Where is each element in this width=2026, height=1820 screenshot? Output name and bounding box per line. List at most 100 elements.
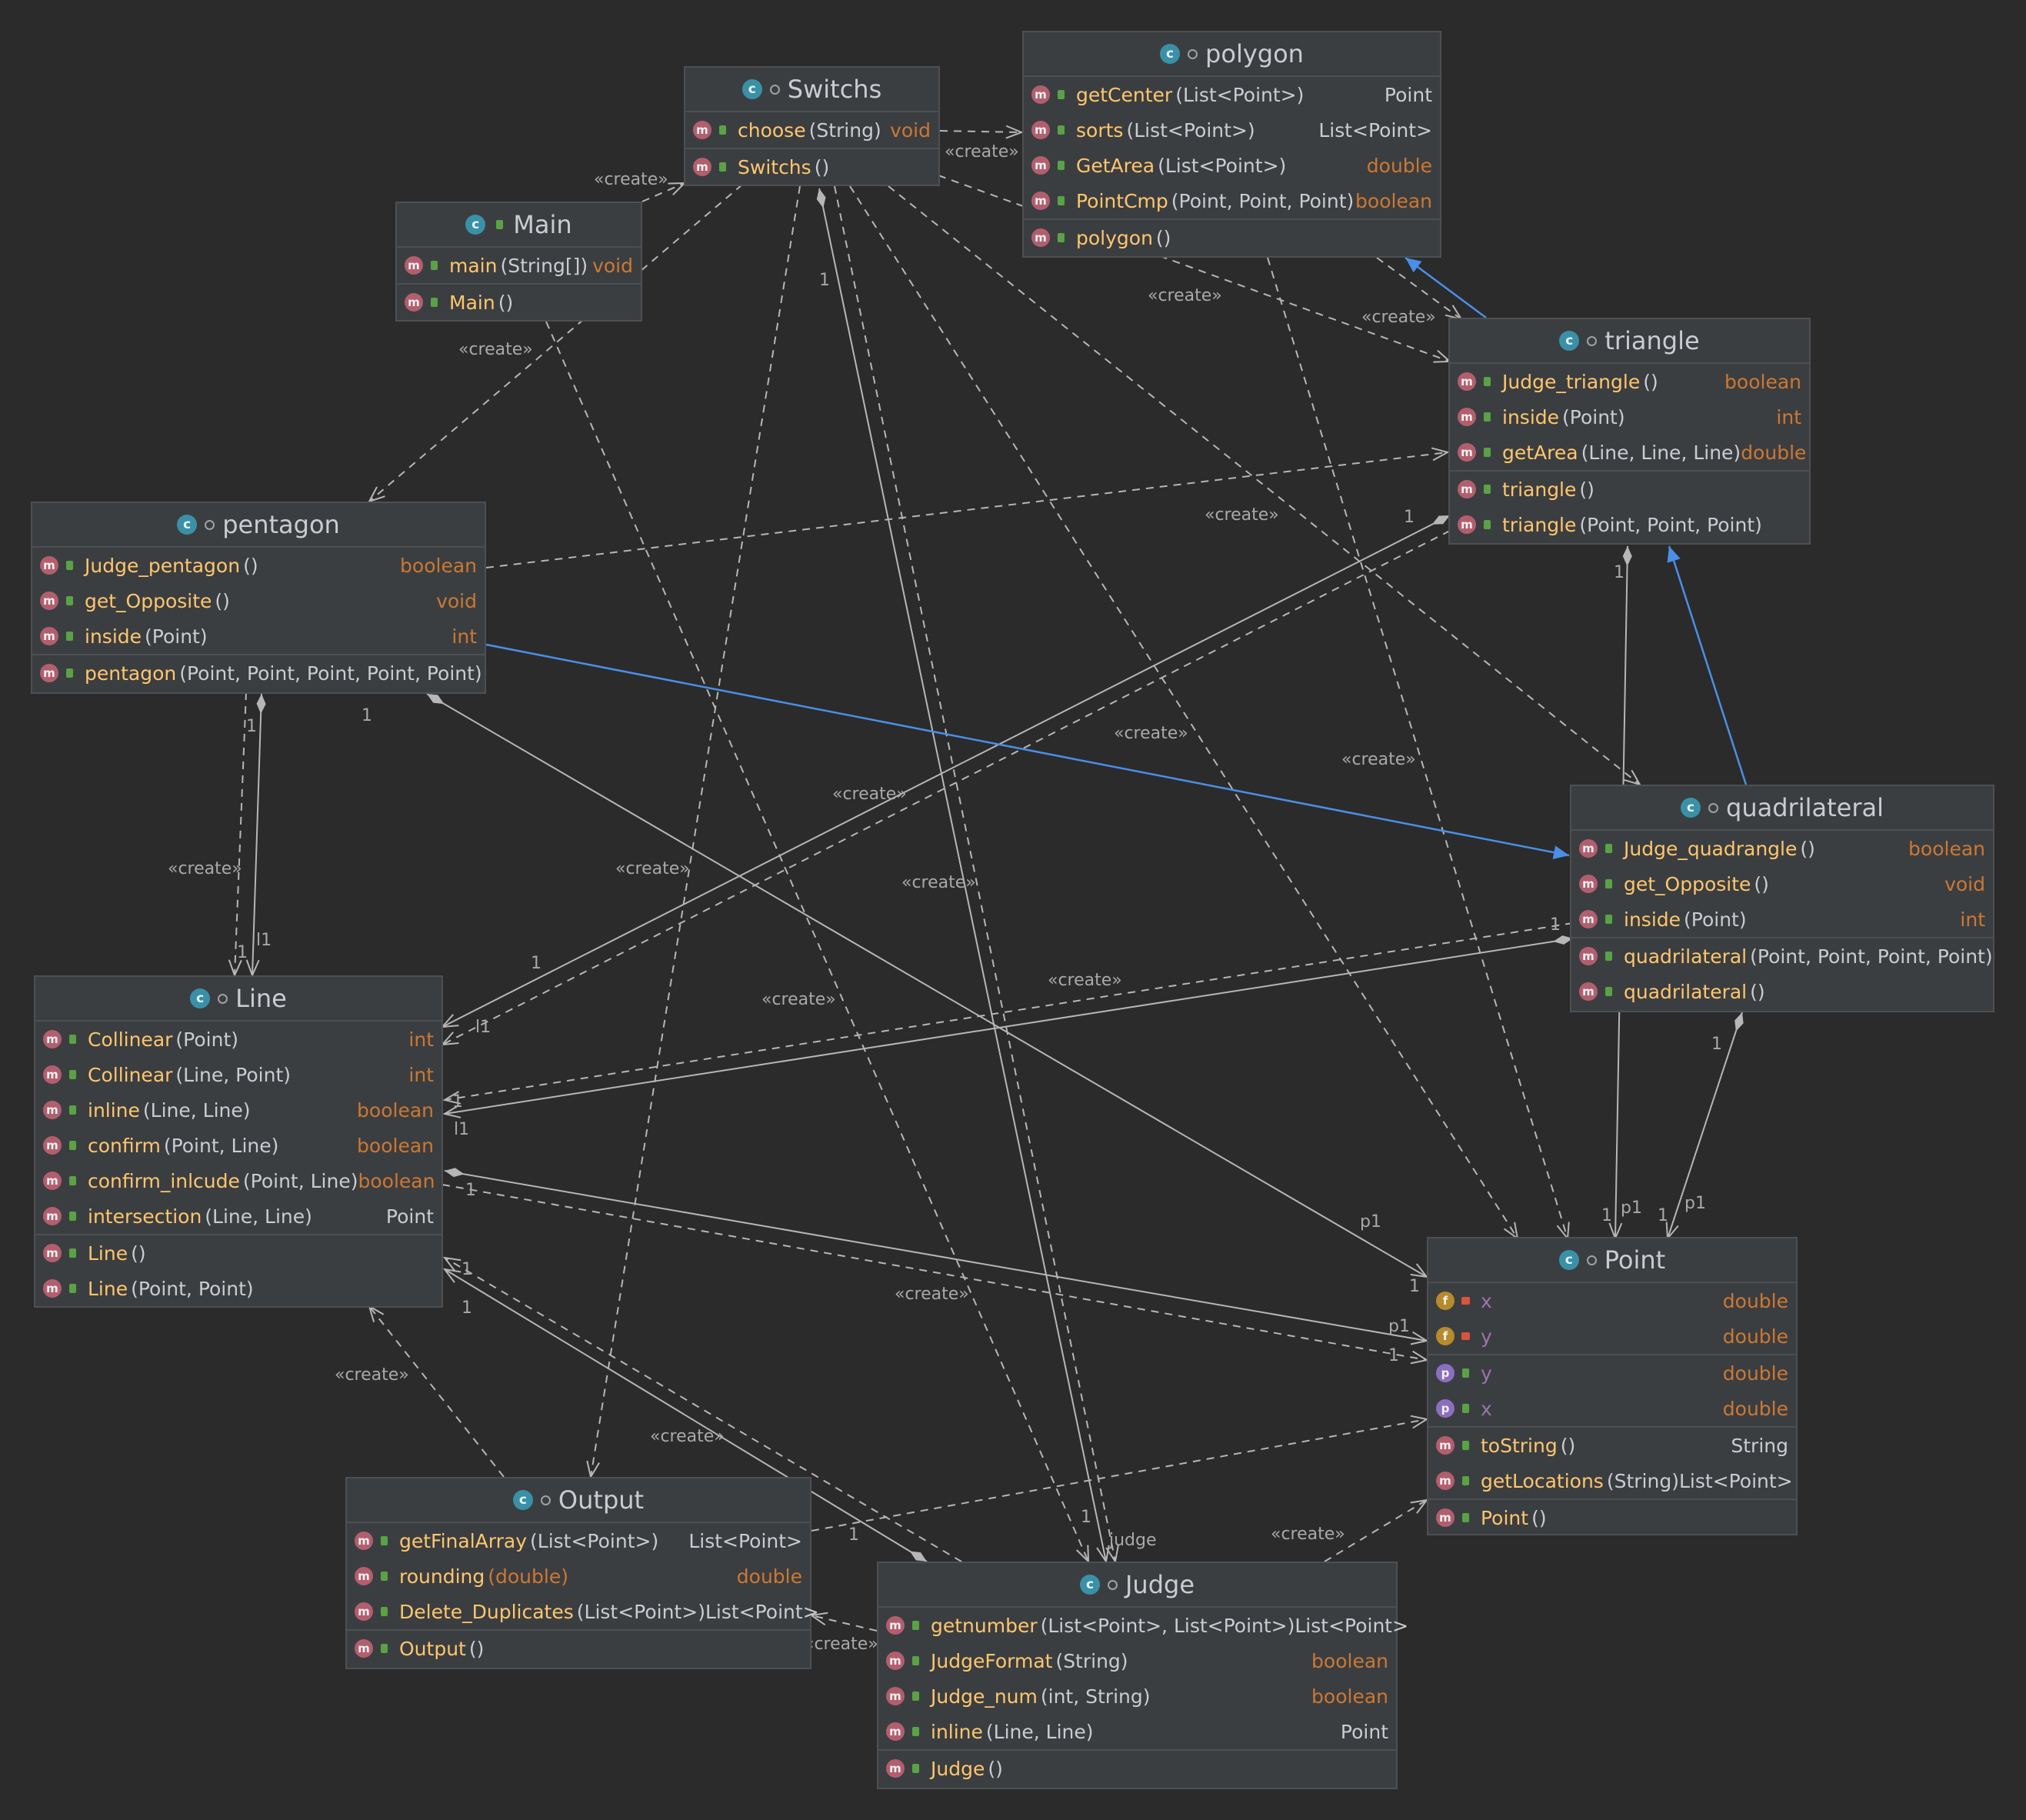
method-name: confirm (88, 1134, 161, 1157)
label-create: «create» (1148, 286, 1222, 305)
method-name: choose (738, 118, 806, 142)
method-icon: m (40, 592, 58, 610)
label-multiplicity: 1 (1081, 1508, 1091, 1527)
method-icon: m (355, 1602, 373, 1621)
label-multiplicity: 1 (1601, 1206, 1612, 1225)
public-icon (1602, 985, 1614, 998)
public-icon (66, 1210, 78, 1222)
public-icon (378, 1642, 390, 1655)
public-icon (66, 1247, 78, 1259)
label-multiplicity: 1 (848, 1525, 859, 1545)
method-return: boolean (400, 554, 477, 577)
method-icon: m (1436, 1508, 1455, 1527)
label-create: «create» (594, 170, 668, 189)
method-params: (Point, Line) (163, 1134, 279, 1157)
label-multiplicity: 1 (465, 1181, 476, 1200)
public-icon (1459, 1512, 1471, 1524)
label-multiplicity: 1 (462, 1260, 472, 1279)
assoc-quadrilateral-point (1668, 1012, 1742, 1238)
public-icon (909, 1619, 921, 1632)
class-title: Judge (1125, 1570, 1195, 1599)
method-return: List<Point> (688, 1529, 802, 1552)
public-icon (909, 1655, 921, 1667)
label-role: l1 (454, 1120, 470, 1139)
method-name: getFinalArray (399, 1529, 528, 1552)
public-icon (1055, 159, 1067, 172)
public-icon (378, 1605, 390, 1618)
class-title: triangle (1604, 326, 1700, 355)
class-icon: c (741, 79, 762, 99)
package-private-icon (1188, 48, 1198, 59)
method-name: intersection (88, 1205, 202, 1228)
method-name: Judge_triangle (1502, 370, 1641, 393)
method-name: quadrilateral (1624, 945, 1748, 968)
method-name: Point (1481, 1506, 1529, 1529)
method-name: getArea (1502, 441, 1578, 464)
dep-triangle-line (442, 530, 1451, 1045)
label-multiplicity: 1 (452, 1092, 463, 1112)
